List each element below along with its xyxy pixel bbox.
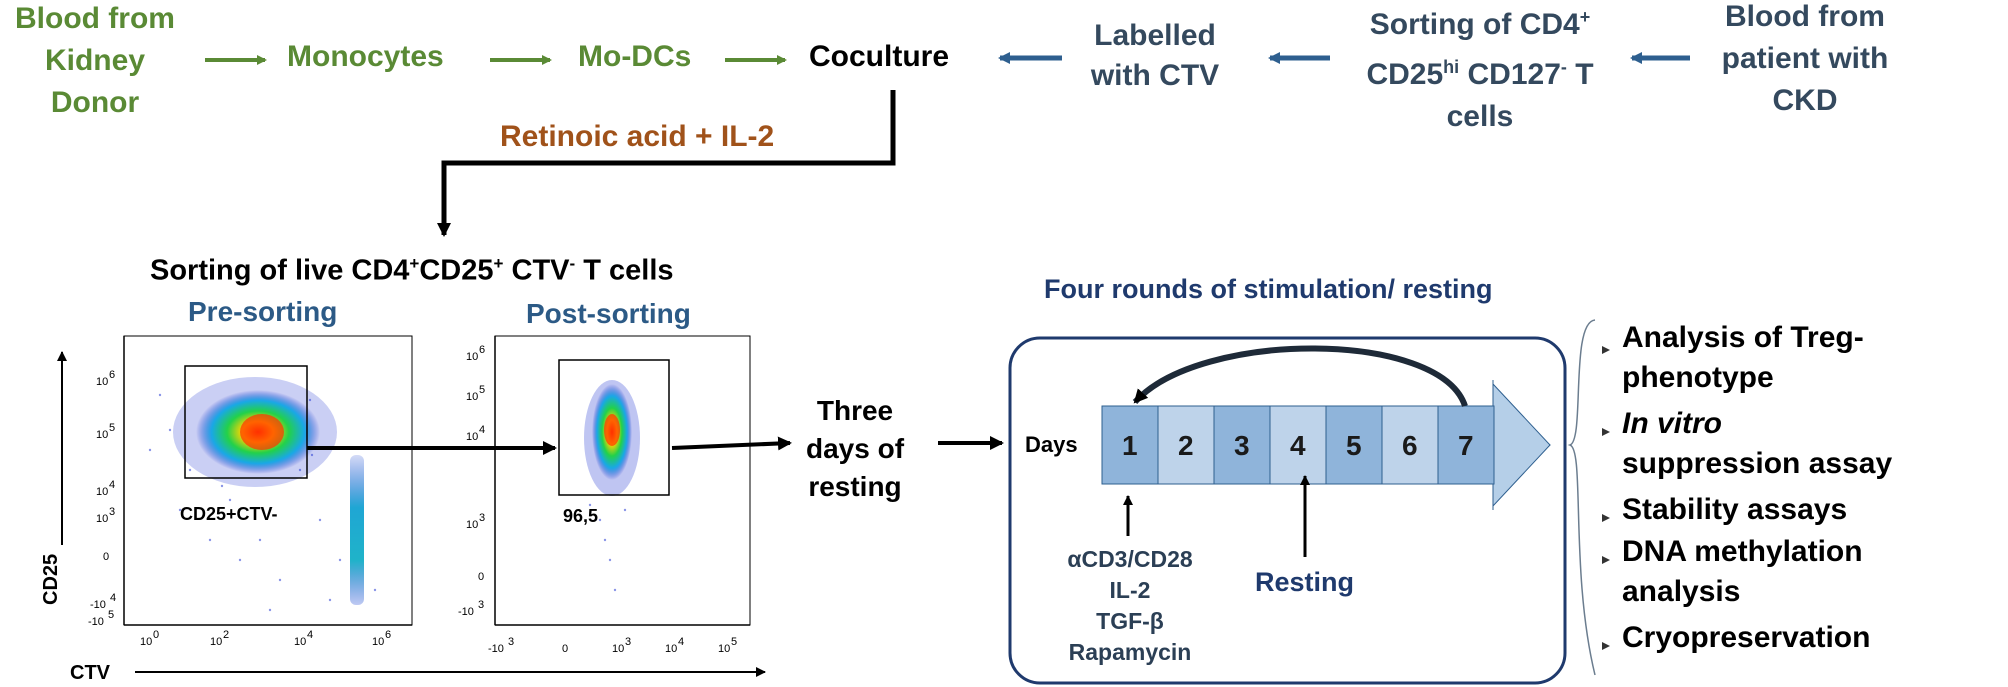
svg-text:10: 10 <box>466 391 478 403</box>
svg-text:4: 4 <box>678 636 684 648</box>
stimulation-conditions: αCD3/CD28 IL-2 TGF-β Rapamycin <box>1067 546 1193 665</box>
days-timeline: 1 2 3 4 5 6 7 <box>1101 380 1551 510</box>
day-number-3: 3 <box>1234 430 1250 461</box>
resting-label: Resting <box>1255 567 1355 597</box>
svg-text:10: 10 <box>96 376 108 388</box>
retinoic-acid-label: Retinoic acid + IL-2 <box>500 120 775 153</box>
svg-text:0: 0 <box>562 643 568 655</box>
svg-text:10: 10 <box>372 636 384 648</box>
svg-text:10: 10 <box>140 636 152 648</box>
svg-text:10: 10 <box>96 429 108 441</box>
loop-arrow <box>1132 345 1468 408</box>
post-sorting-title: Post-sorting <box>526 298 691 329</box>
days-label: Days <box>1025 432 1078 457</box>
curly-brace <box>1567 319 1596 676</box>
arrow-coculture-to-sorting <box>437 90 896 237</box>
svg-text:10: 10 <box>466 431 478 443</box>
sorting-cd4-label: Sorting of CD4+ CD25hi CD127- T cells <box>1366 7 1594 133</box>
day-number-7: 7 <box>1458 430 1474 461</box>
day-box-5 <box>1325 405 1383 485</box>
stimulation-box <box>1008 336 1567 685</box>
day-number-4: 4 <box>1290 430 1306 461</box>
svg-text:3: 3 <box>478 599 484 611</box>
svg-text:2: 2 <box>223 629 229 641</box>
svg-text:5: 5 <box>109 422 115 434</box>
arrow-post-to-resting <box>671 436 792 451</box>
day-number-2: 2 <box>1178 430 1194 461</box>
svg-text:0: 0 <box>153 629 159 641</box>
svg-text:-10: -10 <box>488 643 504 655</box>
monocytes-label: Monocytes <box>287 40 444 73</box>
svg-text:5: 5 <box>479 384 485 396</box>
bullet-item-cryopreservation: Cryopreservation <box>1622 621 1871 654</box>
bullet-item-stability: Stability assays <box>1622 493 1848 526</box>
pre-sorting-plot <box>123 335 413 626</box>
post-sorting-axis-ticks: 106 105 104 103 0 -103 -103 0 103 104 10… <box>458 344 737 655</box>
bullet-markers <box>1602 346 1610 650</box>
day-box-1 <box>1101 405 1159 485</box>
post-gate-value: 96,5 <box>563 506 599 526</box>
svg-text:-10: -10 <box>88 616 104 628</box>
day-number-5: 5 <box>1346 430 1362 461</box>
svg-text:10: 10 <box>718 643 730 655</box>
day-box-7 <box>1437 405 1495 485</box>
svg-text:10: 10 <box>96 513 108 525</box>
mo-dcs-label: Mo-DCs <box>578 40 692 73</box>
svg-text:-10: -10 <box>458 606 474 618</box>
svg-text:4: 4 <box>109 479 115 491</box>
post-sorting-plot <box>494 335 751 626</box>
day-number-6: 6 <box>1402 430 1418 461</box>
svg-text:10: 10 <box>96 486 108 498</box>
svg-text:10: 10 <box>466 351 478 363</box>
coculture-label: Coculture <box>809 40 950 73</box>
svg-text:10: 10 <box>665 643 677 655</box>
svg-text:0: 0 <box>478 571 484 583</box>
bullet-item-suppression: In vitro suppression assay <box>1622 407 1893 480</box>
stimulation-title: Four rounds of stimulation/ resting <box>1044 274 1493 304</box>
day-box-3 <box>1213 405 1271 485</box>
day-number-1: 1 <box>1122 430 1138 461</box>
svg-text:4: 4 <box>479 424 485 436</box>
svg-text:3: 3 <box>109 506 115 518</box>
svg-text:4: 4 <box>110 592 116 604</box>
svg-text:3: 3 <box>508 636 514 648</box>
svg-text:6: 6 <box>479 344 485 356</box>
svg-text:3: 3 <box>625 636 631 648</box>
svg-text:5: 5 <box>731 636 737 648</box>
svg-text:0: 0 <box>103 551 109 563</box>
bullet-item-dna-methylation: DNA methylation analysis <box>1622 535 1863 608</box>
svg-text:6: 6 <box>385 629 391 641</box>
svg-text:10: 10 <box>612 643 624 655</box>
day-box-4 <box>1269 405 1327 485</box>
pre-sorting-axis-ticks: 106 105 104 103 0 -104 -105 100 102 104 … <box>88 369 391 648</box>
svg-text:5: 5 <box>108 609 114 621</box>
svg-text:10: 10 <box>210 636 222 648</box>
svg-text:10: 10 <box>294 636 306 648</box>
svg-text:10: 10 <box>466 519 478 531</box>
three-days-resting-label: Three days of resting <box>805 395 905 502</box>
pre-sorting-title: Pre-sorting <box>188 296 338 327</box>
sorting-title: Sorting of live CD4+CD25+ CTV- T cells <box>150 254 674 287</box>
bullet-item-analysis-treg: Analysis of Treg- phenotype <box>1622 321 1864 394</box>
pre-gate-label: CD25+CTV- <box>180 504 278 524</box>
svg-text:6: 6 <box>109 369 115 381</box>
svg-text:4: 4 <box>307 629 313 641</box>
svg-text:3: 3 <box>479 512 485 524</box>
ctv-axis-label: CTV <box>70 662 110 684</box>
labelled-ctv-label: Labelled with CTV <box>1090 19 1220 92</box>
day-box-6 <box>1381 405 1439 485</box>
blood-donor-label: Blood from Kidney Donor <box>15 2 175 119</box>
svg-text:-10: -10 <box>90 599 106 611</box>
blood-patient-label: Blood from patient with CKD <box>1721 0 1889 117</box>
